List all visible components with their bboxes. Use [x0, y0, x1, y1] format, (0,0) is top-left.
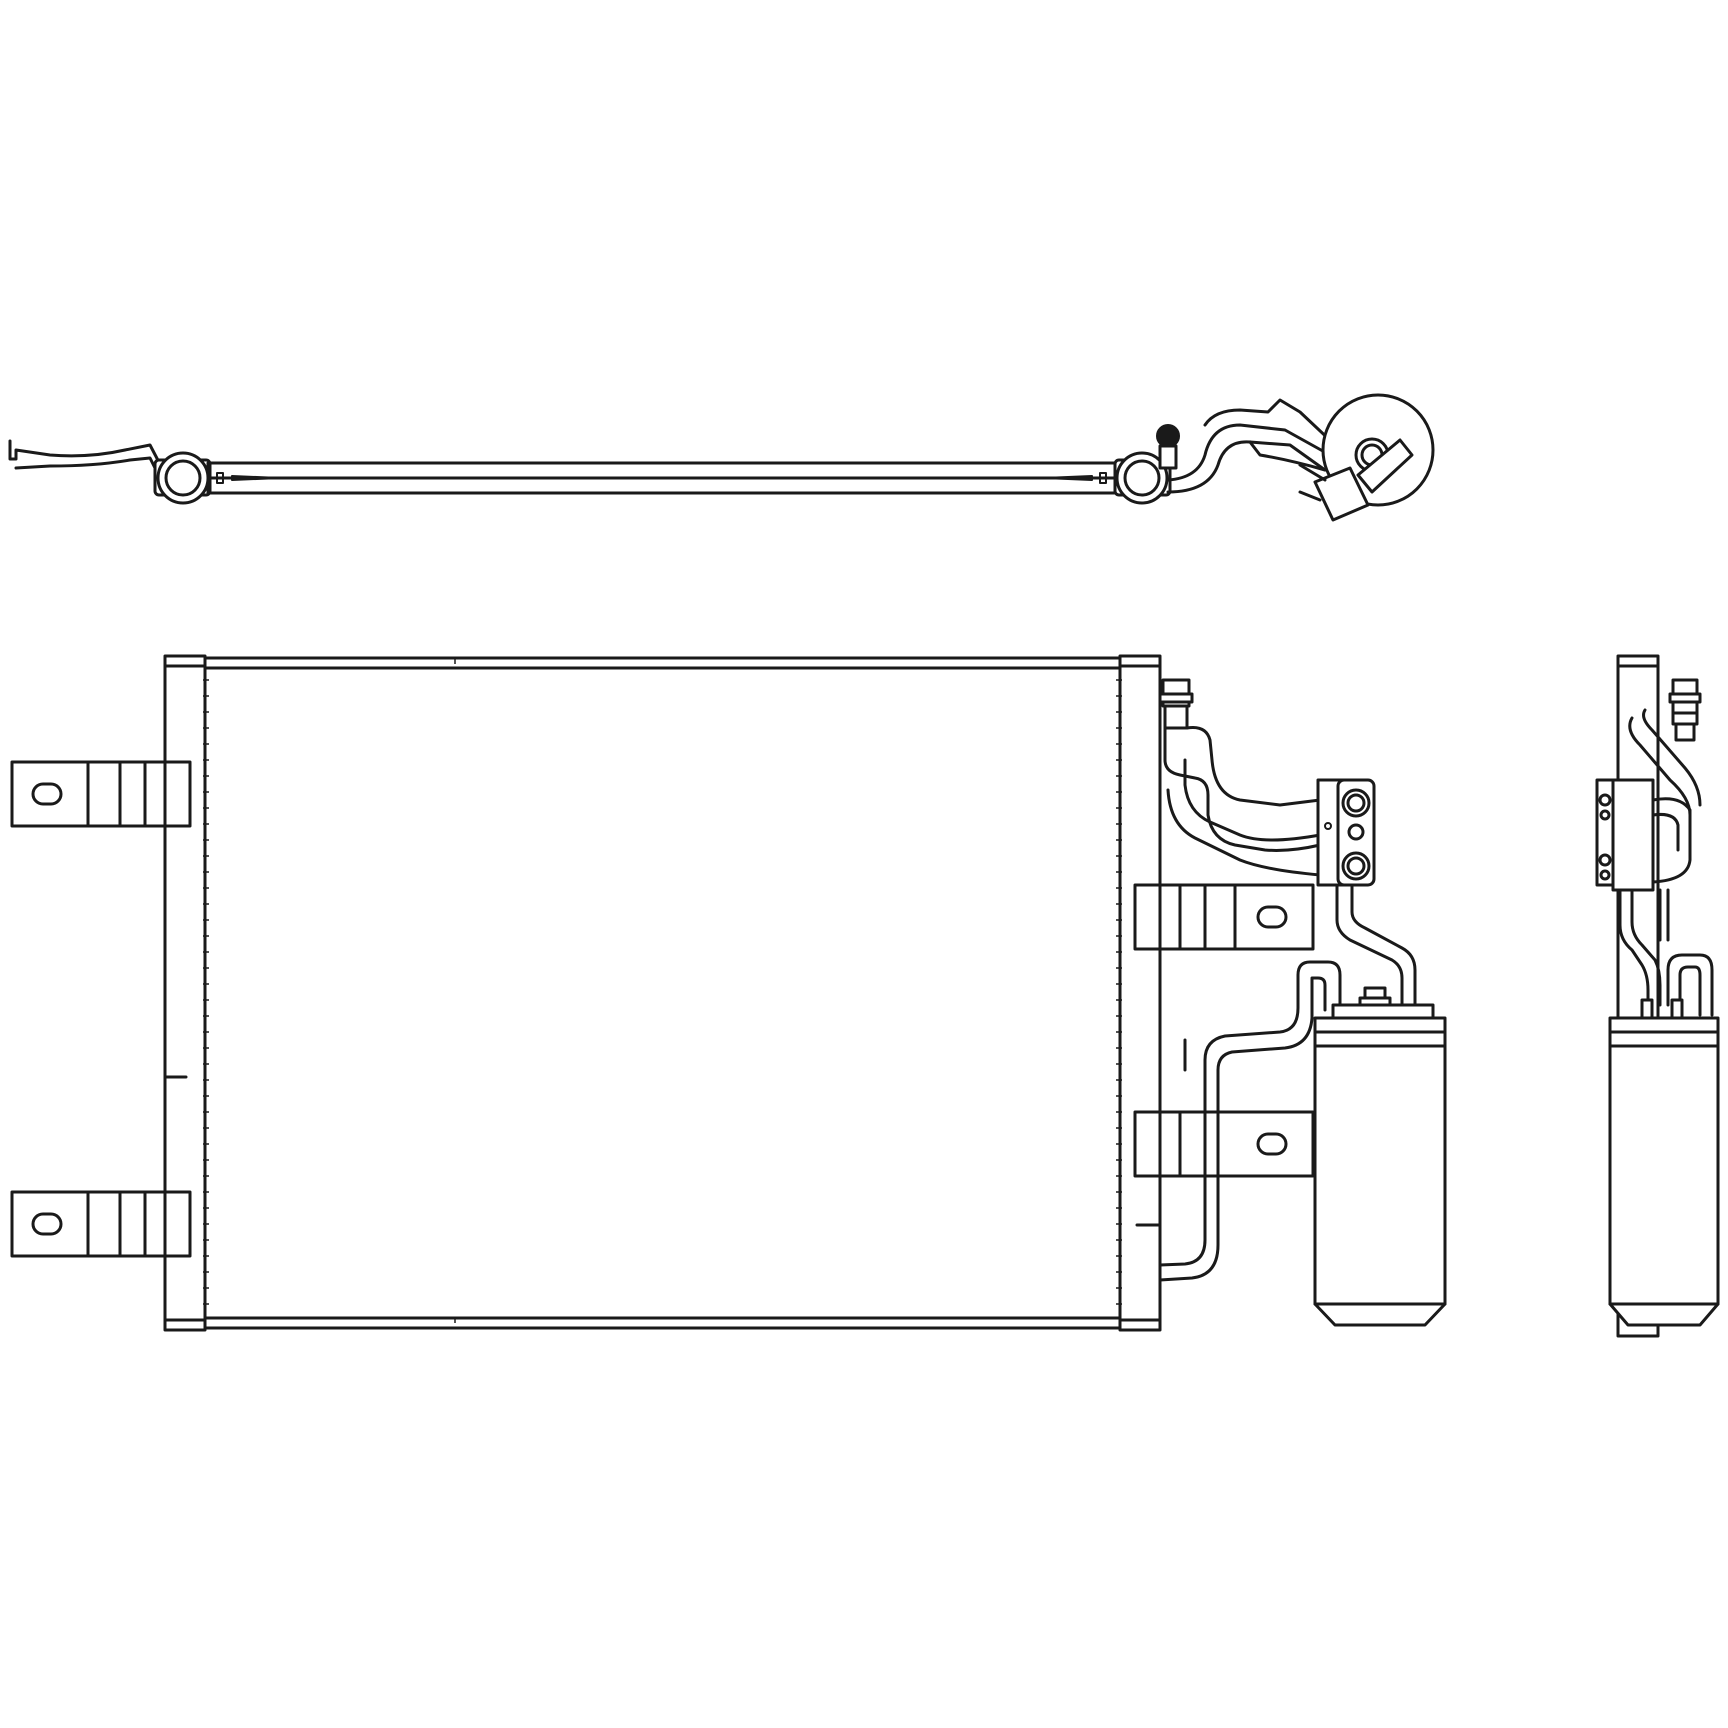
left-upper-mounting-bracket [10, 760, 192, 828]
right-lower-mounting-bracket [1133, 1110, 1315, 1178]
top-outlet-pipe [1166, 423, 1332, 482]
right-lower-slot [1256, 1132, 1288, 1156]
front-view [10, 654, 1447, 1332]
upper-refrigerant-pipe [1163, 726, 1322, 852]
block-to-drier-pipe [1335, 883, 1404, 1022]
side-receiver-drier [1608, 1016, 1720, 1327]
top-block-fitting [1313, 466, 1370, 522]
top-right-tank-inner [1123, 459, 1161, 497]
left-upper-slot [31, 782, 63, 806]
side-service-port [1668, 678, 1702, 742]
right-header-tank [1118, 654, 1162, 1332]
side-block-fitting [1595, 778, 1655, 892]
side-view [1595, 654, 1720, 1338]
left-lower-mounting-bracket [10, 1190, 192, 1258]
inlet-service-port [1158, 678, 1194, 730]
top-view [8, 393, 1435, 522]
side-drier-pipes [1618, 888, 1650, 1007]
top-service-port-icon [1156, 424, 1180, 448]
top-left-bracket-arm [8, 439, 164, 470]
condenser-core [203, 656, 1122, 1330]
front-block-fitting [1316, 778, 1376, 887]
right-tank-tick-marks [1116, 679, 1122, 1305]
right-upper-slot [1256, 905, 1288, 929]
drier-outlet-pipe [1158, 960, 1342, 1267]
top-left-tank-inner [164, 459, 202, 497]
left-lower-slot [31, 1212, 63, 1236]
right-upper-mounting-bracket [1133, 883, 1315, 951]
receiver-drier [1313, 1003, 1447, 1327]
left-tank-tick-marks [203, 679, 209, 1305]
side-diagonal-pipe [1628, 716, 1692, 817]
